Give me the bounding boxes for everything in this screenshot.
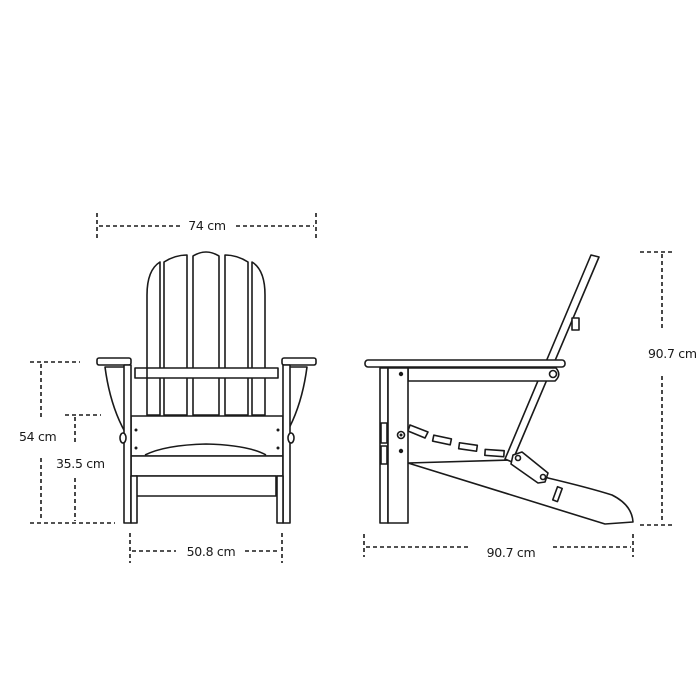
- front-stretcher: [135, 475, 277, 497]
- side-runner: [407, 459, 634, 525]
- front-leg-left-inner: [130, 475, 138, 524]
- front-leg-right-inner: [276, 475, 284, 524]
- back-slat: [163, 254, 188, 416]
- back-slat: [224, 254, 249, 416]
- front-leg-left: [123, 364, 132, 524]
- label-overall-height: 90.7 cm: [648, 346, 697, 361]
- seat-front-apron: [130, 415, 284, 457]
- seat-slat: [457, 441, 479, 453]
- back-crossbar: [134, 367, 279, 379]
- back-slat: [251, 261, 266, 416]
- label-arm-height: 54 cm: [19, 429, 57, 444]
- backrest-cleat: [571, 317, 580, 331]
- dimension-overall-height: 90.7 cm: [640, 251, 697, 526]
- dimension-overall-depth: 90.7 cm: [363, 534, 634, 560]
- seat-lower-board: [130, 455, 284, 477]
- arm-bracket-left: [104, 366, 126, 433]
- backrest: [504, 254, 600, 463]
- seat-slat: [484, 448, 505, 458]
- back-slat: [146, 261, 161, 416]
- label-seat-width: 50.8 cm: [187, 544, 236, 559]
- dimension-seat-width: 50.8 cm: [129, 533, 283, 563]
- front-leg-right: [282, 364, 291, 524]
- front-leg-side-outer: [387, 367, 409, 524]
- seat-slat: [431, 434, 453, 446]
- armrest-left: [96, 357, 132, 366]
- armrest-side: [364, 359, 566, 368]
- arm-support: [407, 367, 560, 382]
- dimension-seat-height: 35.5 cm: [56, 414, 105, 521]
- side-view-chair: [364, 254, 634, 525]
- dimension-overall-width: 74 cm: [96, 213, 317, 240]
- label-seat-height: 35.5 cm: [56, 456, 105, 471]
- seat-slat: [407, 424, 429, 439]
- label-overall-width: 74 cm: [188, 218, 226, 233]
- label-overall-depth: 90.7 cm: [487, 545, 536, 560]
- back-slat: [192, 251, 220, 416]
- armrest-right: [281, 357, 317, 366]
- front-view-chair: [96, 251, 317, 524]
- dimension-arm-height: 54 cm: [19, 361, 115, 524]
